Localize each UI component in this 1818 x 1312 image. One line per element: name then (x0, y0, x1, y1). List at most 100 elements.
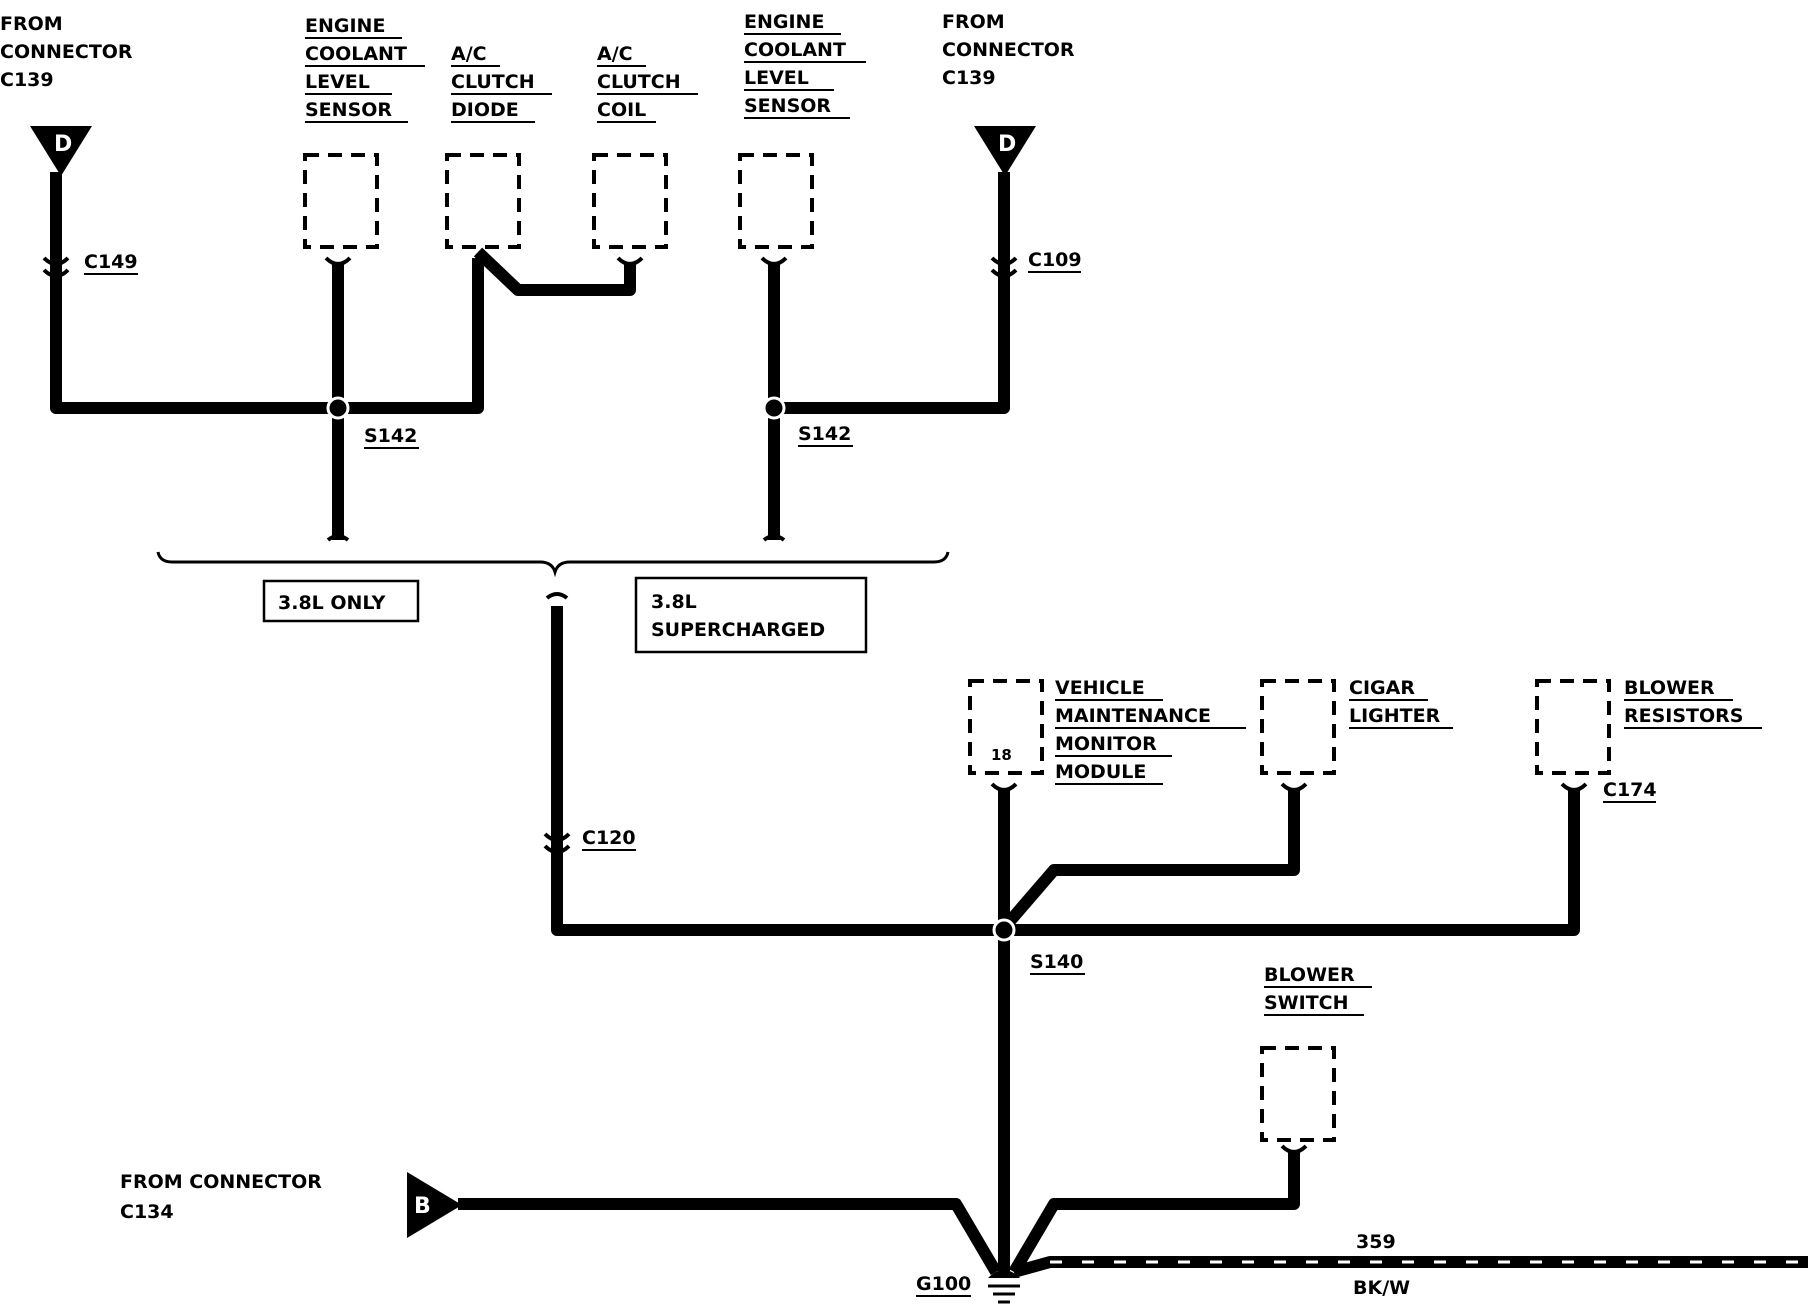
vmm-l4: MODULE (1055, 761, 1146, 783)
coolant-right-l3: LEVEL (744, 67, 809, 89)
connector-d-right-triangle (974, 126, 1036, 176)
splice-s142-right (762, 396, 786, 420)
c120-mark-2 (543, 844, 571, 854)
blower-sw-l2: SWITCH (1264, 992, 1349, 1014)
ground-g100 (988, 1270, 1020, 1304)
connector-marks (42, 256, 1588, 1154)
cigar-lighter-box (1260, 679, 1336, 775)
coolant-right-l2: COOLANT (744, 39, 846, 61)
c109-mark-2 (990, 268, 1018, 278)
blower-res-l2: RESISTORS (1624, 705, 1743, 727)
blower-res-l1: BLOWER (1624, 677, 1715, 699)
blower-sw-l1: BLOWER (1264, 964, 1355, 986)
vmm-pin-number: 18 (991, 746, 1012, 764)
c149-mark-2 (42, 268, 70, 278)
c149-label: C149 (84, 251, 138, 273)
connector-d-left-triangle (30, 126, 92, 176)
coolant-left-pin (324, 256, 352, 266)
cigar-l1: CIGAR (1349, 677, 1415, 699)
c120-label: C120 (582, 827, 636, 849)
connector-d-right-letter: D (998, 132, 1016, 157)
from-c139-left-3: C139 (0, 69, 54, 91)
splice-s142-left (326, 396, 350, 420)
vmm-l1: VEHICLE (1055, 677, 1145, 699)
wire-cigar (999, 788, 1300, 932)
wire-blower-switch (1008, 1150, 1300, 1276)
connector-b: B (407, 1172, 462, 1238)
ac-clutch-diode-box (445, 153, 521, 249)
coolant-right-l4: SENSOR (744, 95, 831, 117)
blower-sw-label: BLOWER SWITCH (1264, 964, 1372, 1016)
wire-color: BK/W (1353, 1277, 1410, 1299)
wire-diode-coil (473, 247, 636, 296)
from-c139-left-1: FROM (0, 13, 63, 35)
vmm-pin (990, 782, 1018, 792)
wire-circuit-number: 359 (1356, 1231, 1396, 1253)
coolant-right-pin (760, 256, 788, 266)
ac-diode-l1: A/C (451, 43, 487, 65)
ac-diode-label: A/C CLUTCH DIODE (451, 43, 552, 123)
vmm-box (968, 679, 1044, 775)
blower-res-pin (1560, 782, 1588, 792)
coolant-right-l1: ENGINE (744, 11, 824, 33)
connector-d-right: D (974, 126, 1036, 176)
from-c139-right-1: FROM (942, 11, 1005, 33)
from-c134-1: FROM CONNECTOR (120, 1171, 322, 1193)
s140-label: S140 (1030, 951, 1083, 973)
ac-coil-l3: COIL (597, 99, 646, 121)
c149-mark (42, 256, 70, 266)
wire-left-c139 (50, 172, 484, 414)
option-supercharged-line1: 3.8L (651, 591, 697, 613)
coolant-sensor-left-box (303, 153, 379, 249)
s142-right-label: S142 (798, 423, 851, 445)
blower-switch-box (1260, 1046, 1336, 1142)
ac-diode-l2: CLUTCH (451, 71, 535, 93)
connector-b-triangle (407, 1172, 462, 1238)
cigar-label: CIGAR LIGHTER (1349, 677, 1453, 729)
coolant-left-l3: LEVEL (305, 71, 370, 93)
vmm-l2: MAINTENANCE (1055, 705, 1211, 727)
from-c139-left-2: CONNECTOR (0, 41, 133, 63)
c174-label: C174 (1603, 779, 1657, 801)
vmm-label: VEHICLE MAINTENANCE MONITOR MODULE (1055, 677, 1246, 785)
blower-res-label: BLOWER RESISTORS (1624, 677, 1762, 729)
c120-mark (543, 832, 571, 842)
c120-top-end (545, 592, 569, 600)
cigar-pin (1280, 782, 1308, 792)
ac-coil-label: A/C CLUTCH COIL (597, 43, 698, 123)
from-c139-right-2: CONNECTOR (942, 39, 1075, 61)
coolant-left-l4: SENSOR (305, 99, 392, 121)
wire-right-c139 (774, 172, 1010, 414)
from-c134-2: C134 (120, 1201, 174, 1223)
option-brace (156, 551, 950, 578)
ac-coil-l1: A/C (597, 43, 633, 65)
c109-label: C109 (1028, 249, 1082, 271)
option-box-supercharged (634, 576, 868, 654)
option-supercharged-line2: SUPERCHARGED (651, 619, 825, 641)
cigar-l2: LIGHTER (1349, 705, 1441, 727)
option-box-only (262, 579, 420, 623)
blower-switch-pin (1280, 1144, 1308, 1154)
ac-coil-l2: CLUTCH (597, 71, 681, 93)
ac-coil-pin (616, 256, 644, 266)
wire-c134 (458, 1198, 1002, 1276)
wire-c120 (551, 606, 1004, 936)
g100-label: G100 (916, 1273, 971, 1295)
coolant-left-label: ENGINE COOLANT LEVEL SENSOR (305, 15, 425, 123)
connector-b-letter: B (414, 1194, 431, 1219)
c109-mark (990, 256, 1018, 266)
ac-clutch-coil-box (592, 153, 668, 249)
wire-blower-res (1004, 788, 1580, 936)
blower-resistors-box (1535, 679, 1611, 775)
ac-diode-l3: DIODE (451, 99, 519, 121)
ground-symbol (988, 1270, 1020, 1278)
coolant-left-end (326, 534, 350, 542)
coolant-left-l2: COOLANT (305, 43, 407, 65)
from-c139-right-3: C139 (942, 67, 996, 89)
wires (50, 172, 1808, 1278)
s142-left-label: S142 (364, 425, 417, 447)
connector-d-left: D (30, 126, 92, 176)
connector-d-left-letter: D (54, 132, 72, 157)
coolant-sensor-right-box (738, 153, 814, 249)
